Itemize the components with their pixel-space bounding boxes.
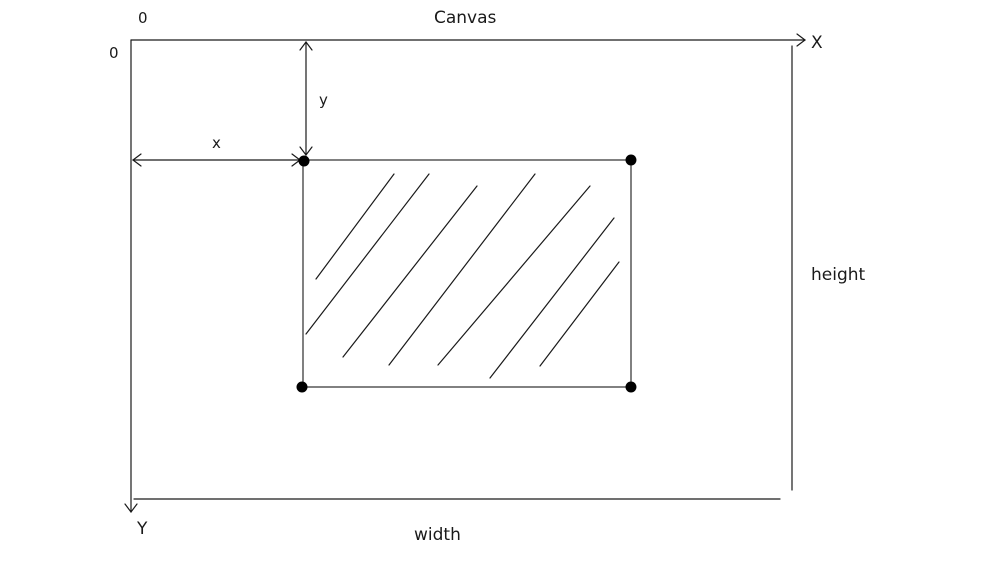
corner-point-top-left <box>298 155 310 167</box>
rectangle-hatching <box>305 173 620 379</box>
y-axis-label: Y <box>137 519 148 539</box>
y-axis-arrowhead <box>124 503 138 513</box>
x-axis-label: X <box>811 33 823 53</box>
height-label: height <box>811 265 866 285</box>
canvas-title: Canvas <box>434 8 497 28</box>
rectangle-shape <box>302 159 632 388</box>
corner-point-top-right <box>625 154 637 166</box>
origin-x-label: 0 <box>138 9 148 27</box>
corner-point-bottom-left <box>296 381 308 393</box>
x-axis-arrowhead <box>796 33 806 47</box>
origin-y-label: 0 <box>109 44 119 62</box>
x-offset-label: x <box>212 134 221 152</box>
y-offset-arrowhead-bottom <box>299 146 313 156</box>
width-label: width <box>414 525 461 545</box>
rectangle-corner-points <box>296 154 637 393</box>
x-offset-arrowhead-left <box>132 153 142 167</box>
y-offset-label: y <box>319 91 328 109</box>
y-offset-arrowhead-top <box>299 41 313 51</box>
corner-point-bottom-right <box>625 381 637 393</box>
